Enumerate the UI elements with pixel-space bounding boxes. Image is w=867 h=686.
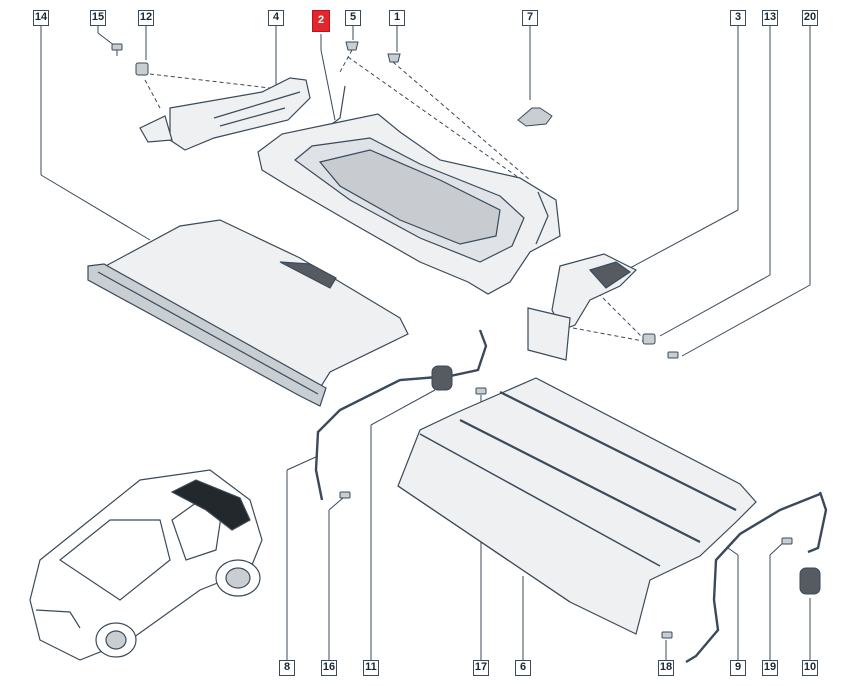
part-9-right-support (685, 491, 828, 664)
part-20-screw (667, 351, 679, 359)
callout-11: 11 (363, 660, 379, 676)
part-12-clip (135, 62, 149, 76)
callout-4: 4 (268, 10, 284, 26)
assembly-lines (144, 49, 644, 342)
callout-9: 9 (730, 660, 746, 676)
part-19-screw (781, 537, 793, 545)
part-18-screw (661, 631, 673, 639)
callout-1: 1 (389, 10, 405, 26)
callout-15: 15 (90, 10, 106, 26)
part-4-left-trim (139, 77, 311, 151)
part-10-bumper (799, 567, 821, 595)
callout-5: 5 (345, 10, 361, 26)
callout-19: 19 (762, 660, 778, 676)
part-5-clip (345, 41, 359, 51)
leader-lines (40, 26, 811, 660)
callout-6: 6 (515, 660, 531, 676)
callout-17: 17 (473, 660, 489, 676)
callout-10: 10 (802, 660, 818, 676)
part-16-screw (339, 491, 351, 499)
callout-2-highlighted: 2 (312, 10, 330, 32)
callout-13: 13 (762, 10, 778, 26)
part-13-clip (642, 333, 656, 345)
callout-18: 18 (658, 660, 674, 676)
callout-20: 20 (802, 10, 818, 26)
callout-3: 3 (730, 10, 746, 26)
car-silhouette-icon (29, 469, 263, 661)
part-15-screw (111, 43, 123, 56)
part-6-floor-panel (397, 377, 757, 635)
part-14-roller-cover (87, 219, 409, 407)
callout-8: 8 (279, 660, 295, 676)
callout-16: 16 (321, 660, 337, 676)
part-11-bumper (431, 365, 453, 391)
part-3-right-trim (527, 253, 638, 361)
callout-7: 7 (522, 10, 538, 26)
part-2-shelf-frame (257, 85, 561, 295)
part-17-screw (475, 387, 487, 395)
part-1-clip (387, 53, 401, 63)
callout-14: 14 (33, 10, 49, 26)
callout-12: 12 (138, 10, 154, 26)
part-8-left-support (314, 329, 488, 501)
part-7-hook (517, 107, 553, 127)
